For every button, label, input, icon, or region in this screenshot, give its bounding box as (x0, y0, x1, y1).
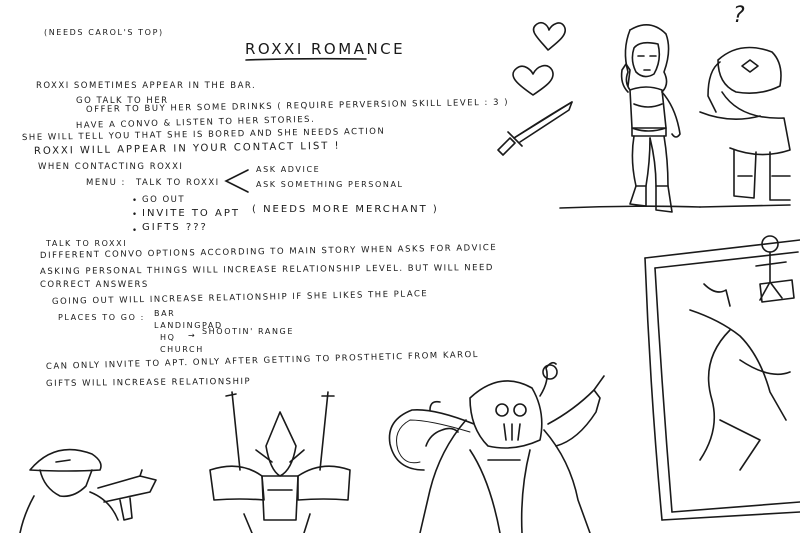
bullet-dot: • (132, 226, 139, 236)
bullet-dot: • (132, 210, 139, 220)
question-mark: ? (733, 3, 745, 28)
menu-item-gifts: GIFTS ??? (142, 222, 208, 233)
menu-item-invite: INVITE TO APT (142, 208, 240, 219)
place-arrow: → (188, 331, 197, 340)
note-line: ROXXI SOMETIMES APPEAR IN THE BAR. (36, 81, 257, 91)
note-line: GO TALK TO HER (76, 96, 169, 106)
place-item: LANDINGPAD (154, 321, 223, 330)
menu-sub-advice: ASK ADVICE (256, 165, 321, 174)
menu-item-talk: TALK TO ROXXI (136, 178, 220, 188)
menu-item-invite-note: ( NEEDS MORE MERCHANT ) (252, 204, 439, 215)
bullet-personal-cont: CORRECT ANSWERS (40, 280, 149, 290)
place-item: BAR (154, 309, 176, 318)
robot-figure (699, 46, 791, 201)
places-label: PLACES TO GO : (58, 313, 145, 322)
header-note: (NEEDS CAROL'S TOP) (44, 28, 164, 37)
title-underline (245, 57, 367, 61)
bullet-gifts: GIFTS WILL INCREASE RELATIONSHIP (45, 376, 252, 389)
officer-figure (19, 448, 157, 533)
quest-board-sketch (644, 235, 800, 521)
page-title: ROXXI ROMANCE (245, 40, 406, 58)
bullet-dot: • (132, 196, 139, 206)
place-item: CHURCH (160, 345, 204, 354)
menu-label: MENU : (86, 178, 126, 188)
place-item-note: SHOOTIN' RANGE (202, 327, 295, 336)
heart-icon (512, 64, 554, 96)
hooded-figure (388, 361, 605, 533)
branch-arrow-icon (224, 169, 249, 193)
talk-heading: TALK TO ROXXI (46, 239, 128, 248)
note-line: WHEN CONTACTING ROXXI (38, 162, 184, 172)
roxxi-figure (620, 24, 681, 213)
menu-sub-personal: ASK SOMETHING PERSONAL (256, 180, 404, 189)
armored-figure (209, 391, 351, 533)
place-item: HQ (160, 333, 176, 342)
heart-icon (532, 21, 566, 51)
menu-item-goout: GO OUT (142, 195, 186, 205)
dagger-sketch (497, 101, 573, 156)
